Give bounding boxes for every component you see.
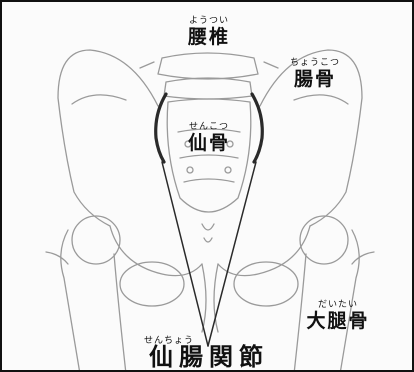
label-lumbar-spine: ようつい 腰椎: [174, 16, 244, 48]
kanji-femur: 大腿骨: [292, 310, 384, 332]
kanji-ilium: 腸骨: [270, 68, 360, 90]
pointer-line-left: [162, 162, 208, 346]
label-sacrum: せんこつ 仙骨: [172, 122, 246, 154]
pointer-line-right: [208, 162, 256, 346]
ruby-lumbar: ようつい: [174, 16, 244, 26]
label-ilium: ちょうこつ 腸骨: [270, 58, 360, 90]
left-obturator: [120, 262, 184, 306]
ruby-ilium: ちょうこつ: [270, 58, 360, 68]
left-femoral-head: [72, 216, 120, 264]
kanji-sacrum: 仙骨: [172, 132, 246, 154]
pelvic-brim: [110, 226, 310, 276]
lumbar-vertebra-lower: [164, 78, 252, 99]
left-ilium: [58, 50, 158, 226]
right-obturator: [234, 262, 298, 306]
kanji-lumbar: 腰椎: [174, 26, 244, 48]
ruby-sacrum: せんこつ: [172, 122, 246, 132]
ruby-femur: だいたい: [292, 300, 384, 310]
kanji-sacroiliac: 仙腸関節: [114, 346, 304, 368]
right-femoral-head: [300, 216, 348, 264]
label-femur: だいたい 大腿骨: [292, 300, 384, 332]
lumbar-vertebra: [158, 53, 258, 79]
label-sacroiliac-joint: せんちょう 仙腸関節: [114, 336, 304, 368]
